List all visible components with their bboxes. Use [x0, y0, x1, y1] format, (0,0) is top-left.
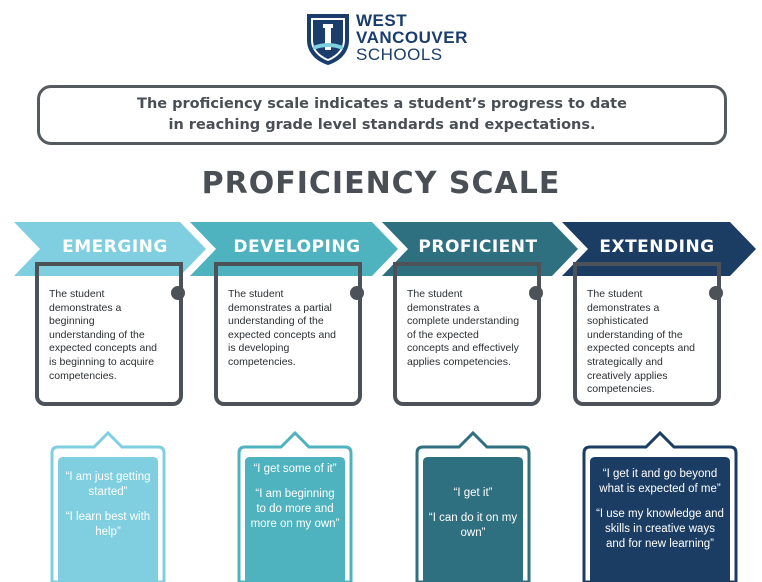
- student-quote: “I learn best with help”: [65, 511, 151, 538]
- description-text: The student demonstrates a complete unde…: [407, 288, 520, 368]
- student-quote: “I get it and go beyond what is expected…: [599, 468, 721, 495]
- bubble-text-developing: “I get some of it” “I am beginning to do…: [249, 462, 341, 542]
- intro-box: The proficiency scale indicates a studen…: [37, 85, 727, 145]
- intro-line-2: in reaching grade level standards and ex…: [168, 117, 596, 133]
- logo-wordmark: WEST VANCOUVER SCHOOLS: [356, 12, 468, 63]
- description-text: The student demonstrates a partial under…: [228, 288, 336, 368]
- level-label-extending: EXTENDING: [599, 237, 715, 257]
- intro-line-1: The proficiency scale indicates a studen…: [137, 96, 627, 112]
- page-title: PROFICIENCY SCALE: [201, 166, 561, 201]
- logo-line-2: VANCOUVER: [356, 28, 468, 47]
- description-box-emerging: The student demonstrates a beginning und…: [35, 262, 185, 406]
- speech-bubble-emerging: [50, 430, 166, 582]
- level-label-developing: DEVELOPING: [233, 237, 361, 257]
- bubble-text-emerging: “I am just getting started” “I learn bes…: [62, 470, 154, 550]
- speech-bubble-extending: [582, 430, 738, 582]
- bubble-text-proficient: “I get it” “I can do it on my own”: [427, 486, 519, 551]
- connector-dot: [529, 286, 543, 300]
- logo-line-1: WEST: [356, 11, 408, 30]
- student-quote: “I use my knowledge and skills in creati…: [596, 508, 724, 550]
- level-label-proficient: PROFICIENT: [418, 237, 538, 257]
- school-district-logo: [307, 14, 349, 65]
- student-quote: “I am beginning to do more and more on m…: [250, 488, 340, 530]
- speech-bubble-developing: [237, 430, 353, 582]
- student-quote: “I get some of it”: [253, 463, 337, 475]
- student-quote: “I get it”: [453, 487, 493, 499]
- connector-dot: [709, 286, 723, 300]
- connector-dot: [350, 286, 364, 300]
- student-quote: “I am just getting started”: [65, 471, 151, 498]
- speech-bubble-proficient: [415, 430, 531, 582]
- description-box-developing: The student demonstrates a partial under…: [214, 262, 364, 406]
- description-text: The student demonstrates a sophisticated…: [587, 288, 695, 396]
- description-box-extending: The student demonstrates a sophisticated…: [573, 262, 723, 406]
- description-box-proficient: The student demonstrates a complete unde…: [393, 262, 543, 406]
- connector-dot: [171, 286, 185, 300]
- level-label-emerging: EMERGING: [62, 237, 168, 257]
- logo-line-3: SCHOOLS: [356, 45, 443, 64]
- description-text: The student demonstrates a beginning und…: [49, 288, 157, 382]
- student-quote: “I can do it on my own”: [428, 512, 518, 539]
- bubble-text-extending: “I get it and go beyond what is expected…: [594, 467, 726, 562]
